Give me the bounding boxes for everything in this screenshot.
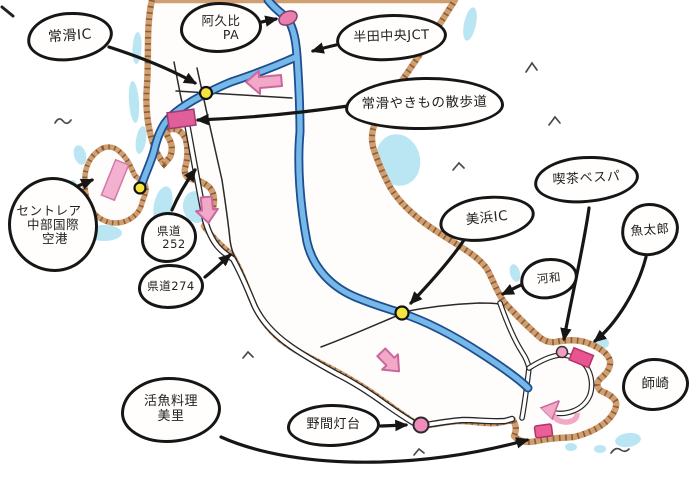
water-patch <box>73 145 87 165</box>
peninsula-land <box>143 0 620 446</box>
label-text: セントレア <box>16 202 82 218</box>
label-noma-lighthouse: 野間灯台 <box>287 404 380 447</box>
label-morozaki: 師崎 <box>622 358 689 411</box>
east-coast-road <box>497 300 532 421</box>
water-patch <box>463 7 477 41</box>
leader-kowa <box>500 283 523 296</box>
sea-mark <box>548 115 561 126</box>
interchange-dots <box>133 85 410 321</box>
label-text: 252 <box>162 236 186 251</box>
airport-runway-marker <box>100 158 130 202</box>
leader-handa-jct <box>310 42 338 54</box>
expressway-fill <box>265 0 531 391</box>
label-text: 半田中央JCT <box>353 27 430 46</box>
label-text: 中部国際 <box>26 216 79 232</box>
label-text: 喫茶ベスパ <box>552 169 621 188</box>
expressway <box>135 0 533 393</box>
mihama-road-to-kowa <box>402 302 500 313</box>
noma-lighthouse-dot <box>412 416 430 434</box>
coast-hatching <box>143 0 620 445</box>
water-patch <box>594 445 606 453</box>
morozaki-northeast-site <box>568 346 595 369</box>
label-text: PA <box>222 26 240 42</box>
label-text: 阿久比 <box>201 12 241 28</box>
leader-uotaro <box>593 255 648 343</box>
label-text: 美里 <box>157 409 185 424</box>
yakimono-sanpomichi-site <box>166 108 197 130</box>
leader-misato <box>219 435 530 464</box>
sea-mark <box>610 447 630 454</box>
water-patch <box>135 126 147 154</box>
chita-peninsula-coastline <box>143 0 620 446</box>
label-text: 空港 <box>41 230 68 246</box>
leader-tokoname-ic <box>107 45 198 85</box>
label-text: 県道 <box>157 223 181 238</box>
label-kendo-274: 県道274 <box>138 264 204 309</box>
route-direction-arrows <box>195 70 580 425</box>
leader-mihama-ic <box>409 238 466 305</box>
centrair-ic-dot <box>133 181 147 195</box>
direction-arrow-southeast <box>376 347 401 373</box>
label-text: 師崎 <box>641 375 670 392</box>
leader-kendo274 <box>203 253 232 279</box>
label-text: 野間灯台 <box>306 417 361 433</box>
leader-kendo252 <box>170 168 197 212</box>
tokoname-ic-dot <box>198 85 214 101</box>
morozaki-port-dot <box>555 345 569 359</box>
sea-mark <box>413 447 425 456</box>
mihama-ic-dot <box>394 305 410 321</box>
sea-mark <box>54 118 72 125</box>
road-fill <box>498 301 531 420</box>
label-agui-pa: 阿久比 PA <box>180 2 262 53</box>
water-patch <box>565 443 577 451</box>
label-text: 活魚料理 <box>143 394 198 410</box>
corner-mark <box>0 5 15 18</box>
mihama-road-southwest <box>320 313 402 348</box>
tokoname-street <box>175 90 293 99</box>
road-fill <box>184 116 514 428</box>
label-katsugyo-ryori-misato: 活魚料理 美里 <box>121 377 221 443</box>
water-patch <box>128 81 140 123</box>
sea-mark <box>452 161 465 171</box>
leader-noma <box>379 419 409 432</box>
label-centrair-airport: セントレア 中部国際 空港 <box>8 177 98 272</box>
label-text: 常滑やきもの散歩道 <box>361 93 488 113</box>
label-text: 県道274 <box>147 279 195 294</box>
direction-arrow-west <box>245 70 283 95</box>
leader-yakimono <box>195 104 350 126</box>
sea-marks <box>0 5 630 456</box>
poi-site-markers <box>166 10 595 439</box>
agui-pa-marker <box>278 10 298 26</box>
sea-mark <box>525 61 538 73</box>
label-text: 魚太郎 <box>629 220 670 238</box>
sea-mark <box>242 350 254 359</box>
label-kendo-252: 県道 252 <box>141 212 197 263</box>
water-patch <box>375 134 421 186</box>
label-text: 美浜IC <box>465 207 509 229</box>
water-patch <box>615 432 641 448</box>
direction-arrow-curl <box>553 404 580 425</box>
direction-arrow-south <box>195 195 219 224</box>
label-text: 河和 <box>536 269 562 287</box>
expressway-branch-fill <box>137 54 299 192</box>
water-patch <box>509 264 521 282</box>
misato-site <box>533 423 554 439</box>
kendo-coast-road <box>182 114 516 430</box>
label-text: 常滑IC <box>47 26 93 46</box>
